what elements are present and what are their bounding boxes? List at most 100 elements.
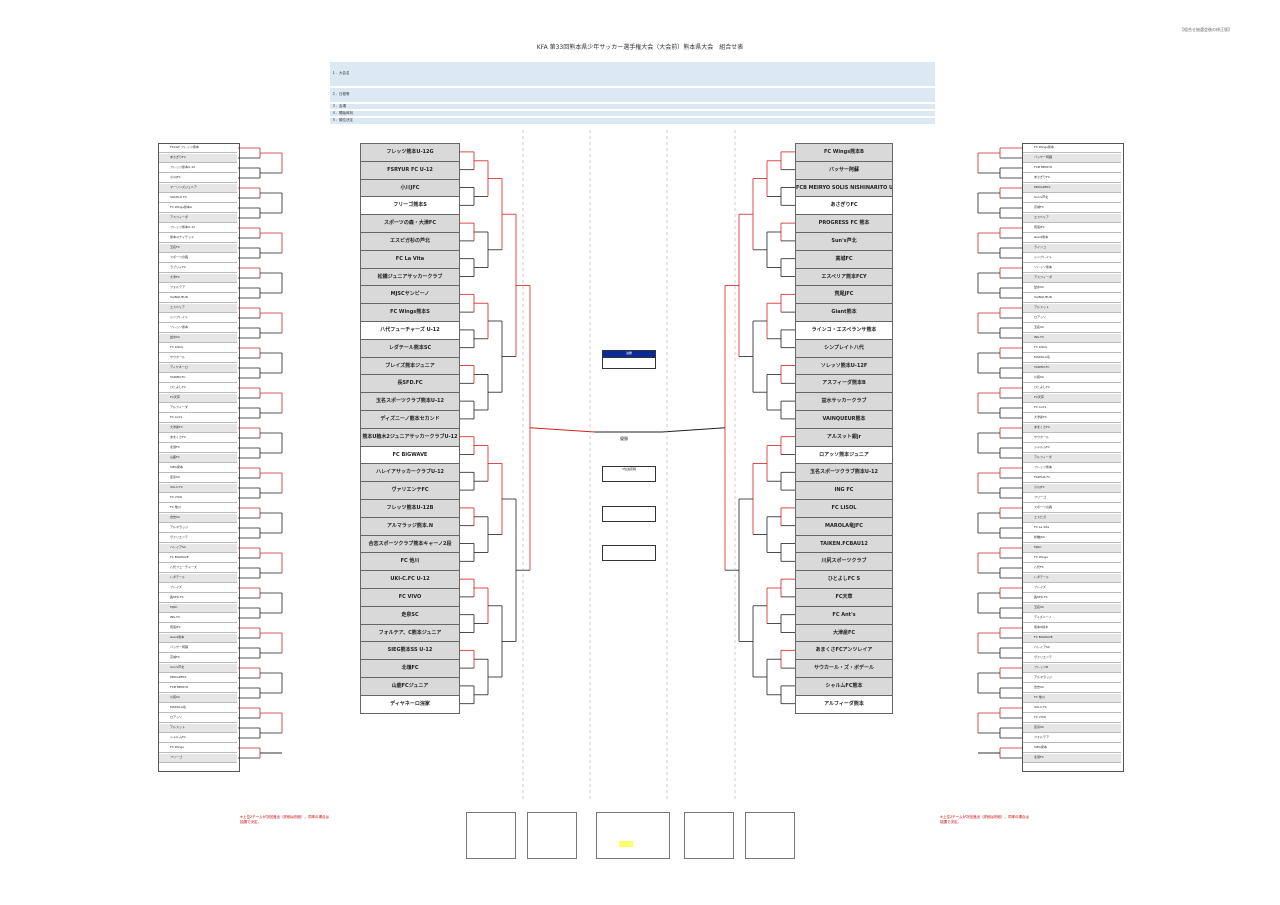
schedule-table xyxy=(684,812,734,859)
table-row: 玉名SC xyxy=(1023,604,1121,613)
table-row: 玉名SC xyxy=(1023,324,1121,333)
team-name: FCB MEIRYO xyxy=(1034,165,1053,169)
table-row: フレッツ熊本 xyxy=(1023,464,1121,473)
table-row: Sun's芦北 xyxy=(1023,194,1121,203)
table-row: アルスット xyxy=(159,724,237,733)
team-name: ソレッソ熊本 xyxy=(170,325,189,329)
table-row: シャルムFC xyxy=(159,734,237,743)
table-row: TAIKEN.FC xyxy=(159,374,237,383)
team-name: FC La Vita xyxy=(1034,525,1050,529)
team-name: 大津産FC xyxy=(1034,415,1047,419)
team-name: FC Ant's xyxy=(170,415,183,419)
table-row: FC Ant's xyxy=(159,414,237,423)
table-row: Sun's芦北 xyxy=(159,664,237,673)
team-name: FCB MEIRYO xyxy=(170,685,189,689)
team-name: FC Wings xyxy=(1034,555,1048,559)
team-name: バッサー阿蘇 xyxy=(1034,155,1053,159)
team-name: UKI-C.FC xyxy=(1034,705,1047,709)
table-row: アスフィーダ xyxy=(159,214,237,223)
table-row: FC BIGWAVE xyxy=(159,554,237,563)
table-row: あさぎりFC xyxy=(1023,174,1121,183)
team-name: フォルテア xyxy=(170,285,186,289)
team-name: アルスット xyxy=(1034,305,1049,309)
team-name: ING FC xyxy=(1034,335,1045,339)
team-name: 合志SC xyxy=(1034,685,1044,689)
team-name: ハレイアSC xyxy=(1034,645,1050,649)
table-row: Giant熊本 xyxy=(159,634,237,643)
table-row: 大津産FC xyxy=(1023,414,1121,423)
team-name: ブレイズ xyxy=(1034,585,1046,589)
table-row: あまくさFC xyxy=(1023,424,1121,433)
table-row: FC天草 xyxy=(159,394,237,403)
footer-note-left: ※上位2チームが次回進出（詳細は別紙）。同率の場合は抽選で決定。 xyxy=(240,815,330,824)
table-row: ハレイアSC xyxy=(1023,644,1121,653)
table-row: エスペリア xyxy=(159,304,237,313)
team-name: FSRYUR FC xyxy=(1034,475,1051,479)
table-row: ソレッソ熊本 xyxy=(1023,264,1121,273)
team-name: 高城FC xyxy=(1034,205,1044,209)
table-row: ディズニーノ xyxy=(1023,614,1121,623)
info-row: ３．会場 xyxy=(330,104,935,109)
table-row: 走泉SC xyxy=(1023,724,1121,733)
table-row: アルフィーダ xyxy=(159,404,237,413)
team-name: バッサー阿蘇 xyxy=(170,645,189,649)
team-name: ひとよしFC xyxy=(1034,385,1050,389)
table-row: 大津FC xyxy=(159,274,237,283)
bracket-line xyxy=(529,427,596,433)
table-row: 益水SC xyxy=(159,334,237,343)
table-row: ソレッソ熊本 xyxy=(159,324,237,333)
match-box xyxy=(602,545,656,561)
table-row: ING FC xyxy=(159,614,237,623)
table-row: バッサー阿蘇 xyxy=(159,644,237,653)
table-row: FC Wings xyxy=(159,744,237,753)
team-name: ラブリィFC xyxy=(170,265,186,269)
team-name: FC Ant's xyxy=(1034,405,1047,409)
team-name: FC 他川 xyxy=(170,505,181,509)
team-name: 荒尾JFC xyxy=(170,625,181,629)
table-row: ひとよしFC xyxy=(159,384,237,393)
team-name: MAROLA竜 xyxy=(170,705,186,709)
table-row: 八代FS xyxy=(1023,564,1121,573)
team-name: 小川JFC xyxy=(170,175,181,179)
table-row: MJSC xyxy=(1023,544,1121,553)
team-name: MJSC xyxy=(170,605,178,609)
table-row: ブレイズ xyxy=(159,584,237,593)
third-place-box: 3位決定戦 xyxy=(602,466,656,482)
team-name: 玉名SC xyxy=(1034,605,1044,609)
team-name: エスピガ xyxy=(1034,515,1047,519)
table-row: 長SFD.FC xyxy=(159,594,237,603)
table-row: アスフィーダ xyxy=(1023,274,1121,283)
team-name: 北嶺FC xyxy=(1034,755,1044,759)
team-name: あまくさFC xyxy=(170,435,186,439)
table-row: MAROLA竜 xyxy=(1023,354,1121,363)
team-name: PROGRESS xyxy=(170,675,187,679)
team-name: あさぎりFC xyxy=(1034,175,1050,179)
table-row: フレッツ熊本U-12 xyxy=(159,164,237,173)
team-name: Sun's芦北 xyxy=(1034,195,1049,199)
table-row: ブレイズ xyxy=(1023,584,1121,593)
table-row: 山鹿FC xyxy=(159,454,237,463)
team-name: SIEG熊本 xyxy=(1034,745,1048,749)
table-row: あまくさFC xyxy=(159,434,237,443)
match-box xyxy=(602,506,656,522)
team-name: FC LISOL xyxy=(170,345,184,349)
team-name: アルスット xyxy=(170,725,185,729)
team-name: サウカール xyxy=(1034,435,1050,439)
team-name: サウカール xyxy=(170,355,186,359)
team-name: フリーゴ xyxy=(170,755,183,759)
final-box xyxy=(602,357,656,369)
team-name: FC LISOL xyxy=(1034,345,1048,349)
team-name: MJSC xyxy=(1034,545,1042,549)
table-row: MAROLA竜 xyxy=(159,704,237,713)
table-row: VAINQUEUR xyxy=(159,294,237,303)
team-name: スポーツの森 xyxy=(170,255,188,259)
table-row: アルマラッジ xyxy=(159,524,237,533)
schedule-table xyxy=(527,812,577,859)
team-name: シンプレイト xyxy=(170,315,188,319)
table-row: フレッツ熊本U-12 xyxy=(159,224,237,233)
team-name: Sun's芦北 xyxy=(170,665,185,669)
